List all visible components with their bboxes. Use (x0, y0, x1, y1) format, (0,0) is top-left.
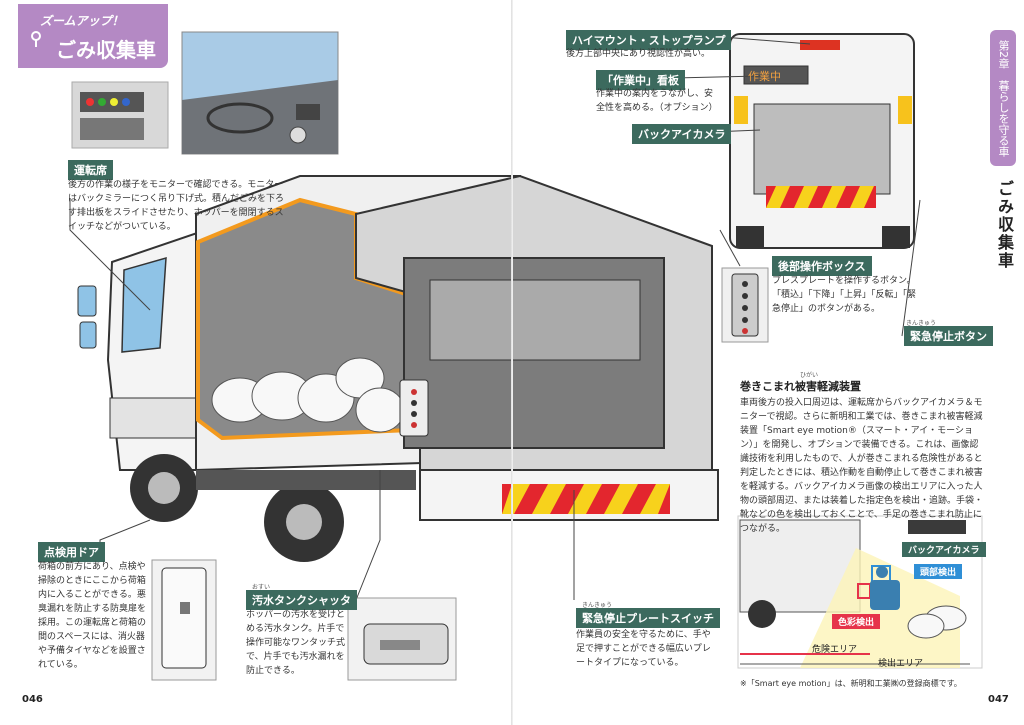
rear-control-box-photo (721, 267, 769, 343)
back-camera-heading: バックアイカメラ (632, 124, 732, 144)
waste-tank-shutter-body: ホッパーの汚水を受けとめる汚水タンク。片手で操作可能なワンタッチ式で、片手でも汚… (246, 610, 346, 676)
plate-switch-heading: 緊急停止プレートスイッチ (576, 608, 720, 628)
garbage-truck-side (77, 174, 719, 562)
emergency-stop-ruby: きんきゅう (906, 320, 937, 327)
shutter-photo (347, 597, 457, 681)
working-sign-text: 作業中 (748, 70, 781, 83)
chapter-side-tab: 第2章 暮らしを守る車 (990, 30, 1016, 166)
page-title: ごみ収集車 (56, 38, 156, 62)
detect-area-label: 検出エリア (878, 659, 924, 669)
high-mount-lamp-body: 後方上部中央にあり視認性が高い。 (566, 49, 711, 59)
garbage-truck-rear (729, 33, 915, 249)
inspection-door-photo (151, 559, 217, 681)
side-title: ごみ収集車 (995, 180, 1014, 270)
working-sign-heading: 「作業中」看板 (596, 70, 685, 90)
plate-switch-ruby: きんきゅう (582, 602, 613, 609)
inspection-door-heading: 点検用ドア (38, 542, 105, 562)
emergency-stop-heading: 緊急停止ボタン (904, 326, 993, 346)
footnote: ※「Smart eye motion」は、新明和工業㈱の登録商標です。 (740, 679, 962, 688)
cab-photo-right (181, 31, 339, 155)
rear-control-box-heading: 後部操作ボックス (772, 256, 872, 276)
page-number-right: 047 (988, 694, 1009, 705)
diagram-back-camera-label: バックアイカメラ (902, 542, 986, 557)
head-detect-label: 頭部検出 (914, 564, 963, 579)
plate-switch-body: 作業員の安全を守るために、手や足で押すことができる幅広いプレートタイプになってい… (576, 630, 711, 668)
color-detect-label: 色彩検出 (832, 614, 881, 629)
detection-diagram (737, 515, 983, 669)
inspection-door-body: 荷箱の前方にあり、点検や掃除のときにここから荷箱内に入ることができる。悪臭漏れを… (38, 562, 147, 670)
working-sign-body: 作業中の案内をうながし、安全性を高める。（オプション） (596, 89, 718, 113)
section-body: 車両後方の投入口周辺は、運転席からバックアイカメラ＆モニターで視認。さらに新明和… (740, 398, 984, 534)
zoom-up-label: ズームアップ！ (40, 14, 124, 28)
section-heading: 巻きこまれ被害軽減装置 (740, 380, 861, 393)
section-ruby: ひがい (800, 372, 819, 379)
danger-area-label: 危険エリア (812, 645, 858, 655)
driver-seat-body: 後方の作業の様子をモニターで確認できる。モニターはバックミラーにつく吊り下げ式。… (68, 180, 285, 232)
rear-control-box-body: プレスプレートを操作するボタン。「積込」「下降」「上昇」「反転」「緊急停止」のボ… (772, 276, 917, 314)
waste-tank-ruby: おすい (252, 584, 271, 591)
waste-tank-shutter-heading: 汚水タンクシャッタ (246, 590, 357, 610)
chapter-header-tab (18, 4, 168, 68)
driver-seat-heading: 運転席 (68, 160, 113, 180)
high-mount-lamp-heading: ハイマウント・ストップランプ (566, 30, 732, 50)
cab-photo-left (71, 81, 169, 149)
page-number-left: 046 (22, 694, 43, 705)
book-gutter (511, 0, 513, 725)
magnifier-icon (31, 31, 41, 47)
